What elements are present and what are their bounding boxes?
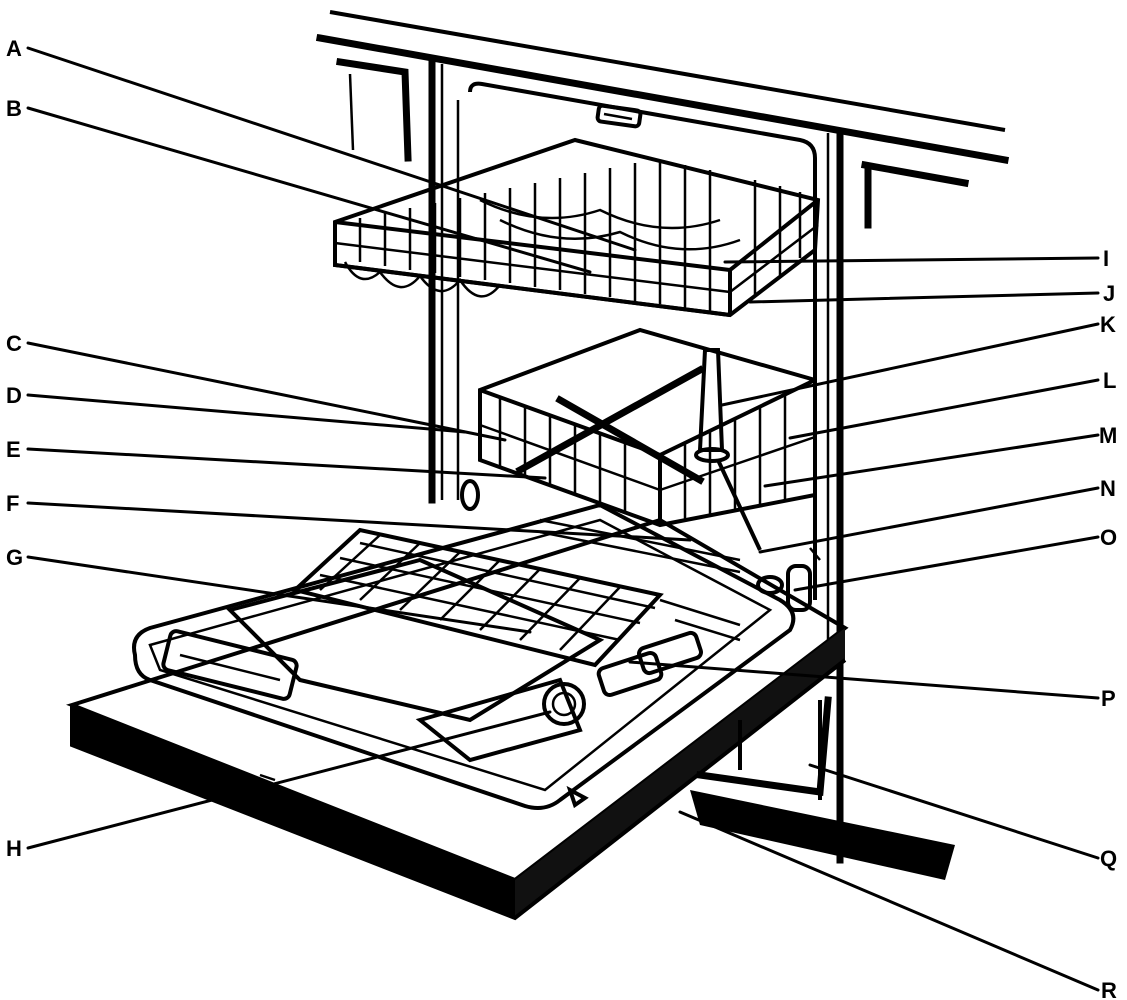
label-n: N <box>1100 476 1116 501</box>
cabinet-frame <box>320 12 1005 860</box>
label-h: H <box>6 836 22 861</box>
label-l: L <box>1103 368 1116 393</box>
label-q: Q <box>1100 846 1117 871</box>
label-e: E <box>6 437 21 462</box>
label-o: O <box>1100 525 1117 550</box>
label-d: D <box>6 383 22 408</box>
label-i: I <box>1103 246 1109 271</box>
label-a: A <box>6 36 22 61</box>
door <box>72 505 845 918</box>
label-p: P <box>1101 686 1116 711</box>
upper-rack <box>335 140 818 315</box>
label-f: F <box>6 491 19 516</box>
label-b: B <box>6 96 22 121</box>
label-m: M <box>1099 423 1117 448</box>
label-k: K <box>1100 312 1116 337</box>
label-g: G <box>6 545 23 570</box>
label-c: C <box>6 331 22 356</box>
lower-rack <box>480 330 815 550</box>
label-j: J <box>1103 281 1115 306</box>
label-r: R <box>1101 978 1117 1000</box>
